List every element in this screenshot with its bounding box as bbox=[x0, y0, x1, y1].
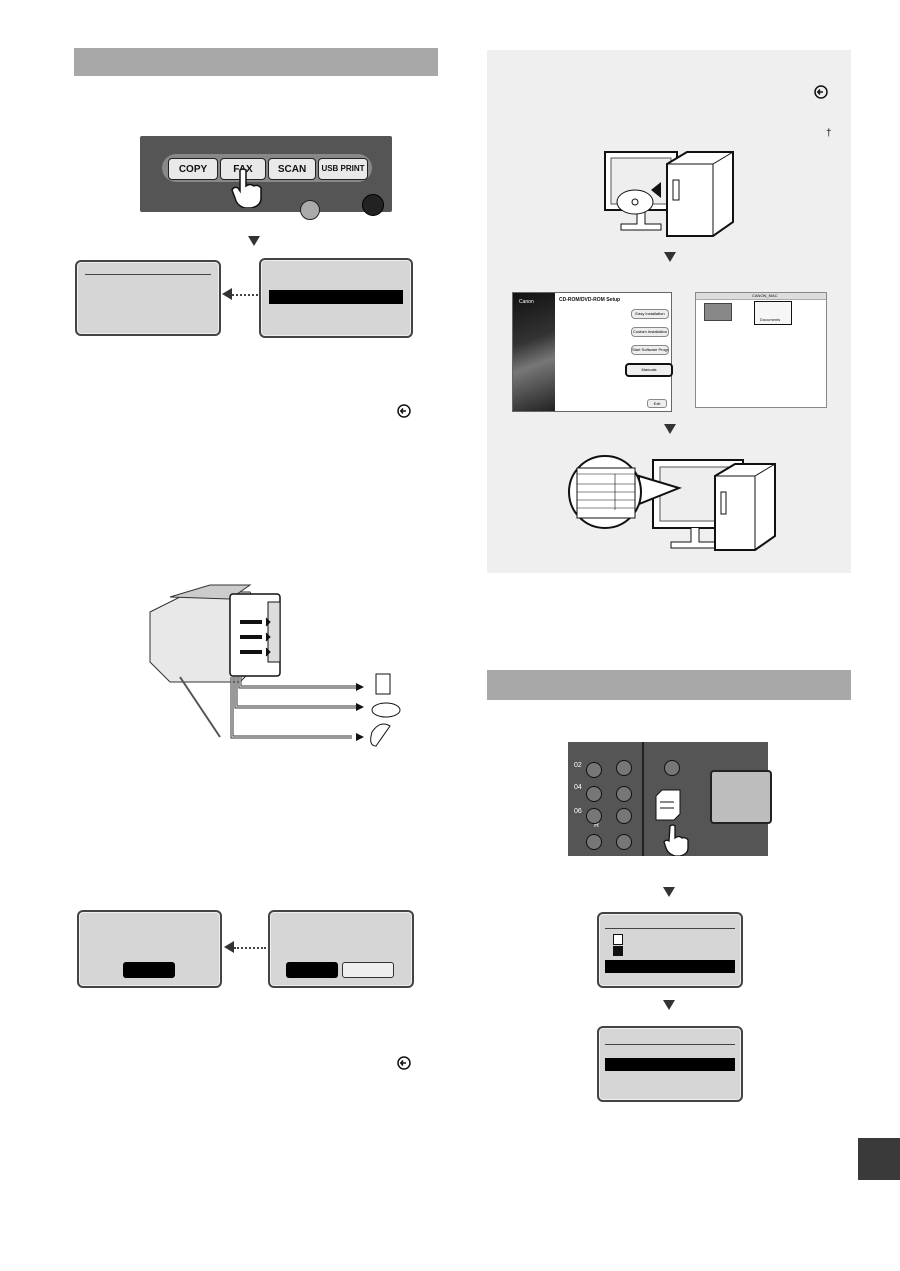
step-arrow-down-icon bbox=[664, 424, 676, 434]
usb-print-button[interactable]: USB PRINT bbox=[318, 158, 368, 180]
chapter-tab-marker bbox=[858, 1138, 900, 1180]
panel-button[interactable] bbox=[586, 808, 602, 824]
easy-installation-button[interactable]: Easy Installation bbox=[631, 309, 669, 319]
folder-icon[interactable] bbox=[754, 301, 792, 325]
computer-manual-illustration bbox=[568, 455, 776, 551]
panel-button[interactable] bbox=[616, 834, 632, 850]
brand-logo: Canon bbox=[519, 299, 534, 305]
control-panel-photo: COPY FAX SCAN USB PRINT bbox=[140, 136, 392, 220]
copy-button[interactable]: COPY bbox=[168, 158, 218, 180]
custom-installation-button[interactable]: Custom Installation bbox=[631, 327, 669, 337]
panel-button[interactable] bbox=[586, 786, 602, 802]
lcd-screen-status bbox=[597, 912, 743, 988]
dagger-mark: † bbox=[826, 128, 832, 139]
lcd-screen-result bbox=[75, 260, 221, 336]
lcd-screen-setting bbox=[597, 1026, 743, 1102]
arrow-left-icon bbox=[224, 941, 234, 953]
device-status-icon bbox=[655, 789, 681, 821]
start-software-button[interactable]: Start Software Programs bbox=[631, 345, 669, 355]
panel-button[interactable] bbox=[586, 762, 602, 778]
computer-cd-illustration bbox=[604, 151, 734, 237]
scan-button[interactable]: SCAN bbox=[268, 158, 316, 180]
dotted-connector bbox=[234, 947, 266, 949]
pointing-hand-icon bbox=[663, 824, 689, 856]
panel-button[interactable] bbox=[616, 760, 632, 776]
panel-display bbox=[710, 770, 772, 824]
documents-label: Documents bbox=[760, 317, 781, 322]
lcd-divider bbox=[85, 274, 211, 275]
panel-button[interactable] bbox=[616, 808, 632, 824]
lcd-no-option bbox=[342, 962, 394, 978]
keypad-key[interactable]: 06 bbox=[574, 808, 582, 815]
panel-divider bbox=[642, 742, 644, 856]
step-arrow-down-icon bbox=[248, 236, 260, 246]
toner-icon bbox=[613, 946, 623, 956]
panel-button[interactable] bbox=[586, 834, 602, 850]
keypad-key[interactable]: 02 bbox=[574, 762, 582, 769]
panel-button[interactable] bbox=[664, 760, 680, 776]
lcd-selected-row bbox=[269, 290, 403, 304]
back-circle-icon bbox=[814, 85, 828, 99]
printer-cable-illustration bbox=[149, 584, 401, 747]
lcd-screen-choice bbox=[268, 910, 414, 988]
lcd-divider bbox=[605, 1044, 735, 1045]
lcd-selected-row bbox=[605, 960, 735, 973]
mac-window-title: CANON_MAC bbox=[752, 293, 778, 298]
paper-icon bbox=[613, 934, 623, 945]
step-arrow-down-icon bbox=[663, 1000, 675, 1010]
lcd-selected-row bbox=[605, 1058, 735, 1071]
start-button[interactable] bbox=[362, 194, 384, 216]
keypad-key[interactable]: 04 bbox=[574, 784, 582, 791]
section-header-bar-right bbox=[487, 670, 851, 700]
lcd-ok-option bbox=[123, 962, 175, 978]
back-circle-icon bbox=[397, 1056, 411, 1070]
lcd-screen-confirm bbox=[77, 910, 222, 988]
lcd-yes-option bbox=[286, 962, 338, 978]
mac-title-bar bbox=[696, 293, 826, 300]
section-header-bar-left bbox=[74, 48, 438, 76]
dial-knob[interactable] bbox=[300, 200, 320, 220]
keypad-panel-photo: 02 04 06 R bbox=[568, 742, 772, 856]
manual-install-info-box: † Canon CD-ROM/DVD-ROM Setup Easy Instal… bbox=[487, 50, 851, 573]
arrow-left-icon bbox=[222, 288, 232, 300]
panel-button[interactable] bbox=[616, 786, 632, 802]
manuals-button[interactable]: Manuals bbox=[625, 363, 673, 377]
lcd-screen-menu bbox=[259, 258, 413, 338]
pointing-hand-icon bbox=[231, 168, 262, 208]
step-arrow-down-icon bbox=[663, 887, 675, 897]
back-circle-icon bbox=[397, 404, 411, 418]
exit-button[interactable]: Exit bbox=[647, 399, 667, 408]
lcd-divider bbox=[605, 928, 735, 929]
setup-side-art bbox=[513, 293, 555, 411]
dotted-connector bbox=[232, 294, 258, 296]
mac-finder-window: CANON_MAC Documents bbox=[695, 292, 827, 408]
keypad-key[interactable]: R bbox=[594, 822, 600, 829]
step-arrow-down-icon bbox=[664, 252, 676, 262]
setup-window: Canon CD-ROM/DVD-ROM Setup Easy Installa… bbox=[512, 292, 673, 412]
setup-title: CD-ROM/DVD-ROM Setup bbox=[559, 297, 621, 303]
disk-icon[interactable] bbox=[704, 303, 732, 321]
